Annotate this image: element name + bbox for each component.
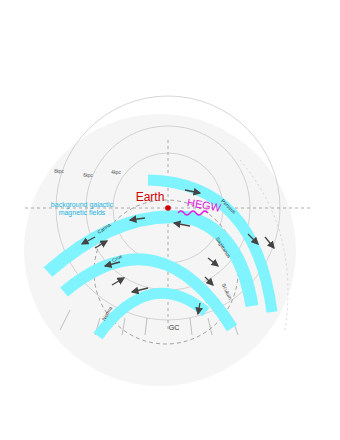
center-label: GC xyxy=(169,324,180,332)
ring-label: 4kpc xyxy=(111,171,121,176)
field-label: background galactic magnetic fields xyxy=(37,201,127,216)
ring-label: 6kpc xyxy=(83,174,93,179)
earth-label: Earth xyxy=(136,191,165,204)
ring-label: 8kpc xyxy=(54,170,64,175)
